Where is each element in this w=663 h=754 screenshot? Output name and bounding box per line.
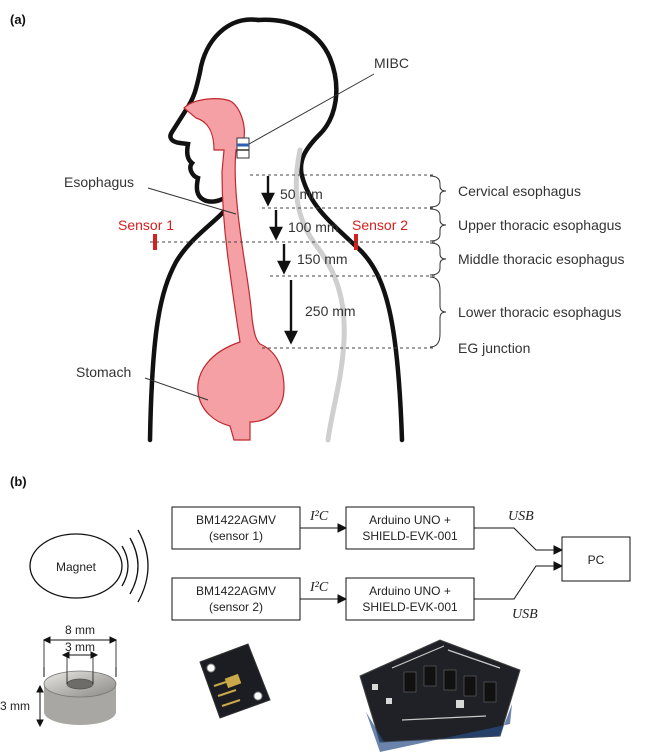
region-lower: Lower thoracic esophagus xyxy=(458,304,621,320)
sensor-1-marker xyxy=(153,234,157,250)
arduino-box-1-line2: SHIELD-EVK-001 xyxy=(362,529,458,543)
distance-arrows xyxy=(261,176,298,345)
body-outline xyxy=(147,17,261,443)
mibc-capsule xyxy=(236,137,250,159)
arduino-shield-photo xyxy=(359,639,521,752)
magnet-label: Magnet xyxy=(56,560,97,574)
reference-lines xyxy=(150,174,436,349)
panel-a: (a) MIBC Esophagus Stomach Sensor 1 Sens… xyxy=(10,12,625,443)
arduino-box-2-line2: SHIELD-EVK-001 xyxy=(362,600,458,614)
region-cervical: Cervical esophagus xyxy=(458,183,581,199)
i2c-label-2: I²C xyxy=(309,580,329,595)
sensor-board-photo xyxy=(199,643,271,719)
magnetic-field-waves xyxy=(121,529,149,603)
distance-250: 250 mm xyxy=(305,303,356,319)
mibc-label: MIBC xyxy=(374,55,409,71)
panel-b: (b) Magnet BM1422AGMV (sensor 1) BM1422A… xyxy=(0,474,631,752)
dim-inner-label: 3 mm xyxy=(65,640,95,654)
sensor-box-1 xyxy=(171,506,301,550)
distance-100: 100 mm xyxy=(288,219,339,235)
dim-outer-label: 8 mm xyxy=(65,623,95,637)
pc-label: PC xyxy=(588,553,605,567)
region-braces xyxy=(429,175,447,348)
esophagus-shape xyxy=(183,98,285,441)
arduino-box-2-line1: Arduino UNO + xyxy=(369,584,451,598)
usb-arrows xyxy=(474,527,564,600)
dimension-lines xyxy=(36,636,118,728)
sensor-box-1-line1: BM1422AGMV xyxy=(196,513,276,527)
esophagus-label: Esophagus xyxy=(64,174,134,190)
sensor-box-1-line2: (sensor 1) xyxy=(209,529,263,543)
spine-guide xyxy=(293,147,347,443)
pc-box xyxy=(561,536,631,582)
arduino-box-1 xyxy=(345,506,475,550)
stomach-leader xyxy=(144,377,209,401)
distance-50: 50 mm xyxy=(280,186,323,202)
panel-b-label: (b) xyxy=(10,474,27,489)
region-eg-junction: EG junction xyxy=(458,340,530,356)
sensor-box-2-line1: BM1422AGMV xyxy=(196,584,276,598)
distance-150: 150 mm xyxy=(297,251,348,267)
i2c-label-1: I²C xyxy=(309,509,329,524)
back-outline xyxy=(255,17,405,443)
region-upper: Upper thoracic esophagus xyxy=(458,217,621,233)
sensor-1-label: Sensor 1 xyxy=(118,217,174,233)
ring-magnet-photo xyxy=(43,670,117,725)
magnet-ellipse xyxy=(29,533,123,599)
usb-label-2: USB xyxy=(512,607,538,622)
region-middle: Middle thoracic esophagus xyxy=(458,251,625,267)
panel-a-label: (a) xyxy=(10,12,26,27)
sensor-box-2 xyxy=(171,577,301,621)
sensor-2-label: Sensor 2 xyxy=(352,217,408,233)
sensor-box-2-line2: (sensor 2) xyxy=(209,600,263,614)
stomach-label: Stomach xyxy=(76,364,131,380)
usb-label-1: USB xyxy=(508,509,534,524)
mibc-leader xyxy=(248,73,375,145)
arduino-box-1-line1: Arduino UNO + xyxy=(369,513,451,527)
esophagus-leader xyxy=(147,187,237,215)
dim-height-label: 3 mm xyxy=(0,699,30,713)
i2c-arrows xyxy=(300,523,348,604)
